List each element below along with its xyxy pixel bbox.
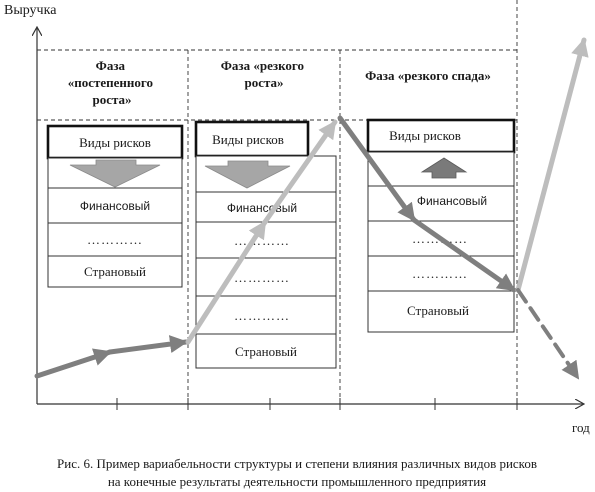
risk-types-header xyxy=(194,120,310,158)
risk-row-dots-label: ………… xyxy=(412,266,468,281)
risk-row-country xyxy=(47,255,183,288)
phase-2-risk-table: Виды рисков Финансовый ………… ………… ………… Ст… xyxy=(194,120,337,369)
risk-row-country-label: Страновый xyxy=(407,303,469,318)
risk-row-country xyxy=(195,333,337,369)
phase-3-risk-table: Виды рисков Финансовый ………… ………… Странов… xyxy=(366,118,516,333)
risk-row-dots-label: ………… xyxy=(234,308,290,323)
risk-types-header xyxy=(366,118,516,154)
revenue-trend xyxy=(34,37,589,380)
trend-segment-3 xyxy=(185,219,268,345)
risk-row-country-label: Страновый xyxy=(84,264,146,279)
up-arrow-icon xyxy=(420,157,468,179)
phase-titles: Фаза «постепенного роста» Фаза «резкого … xyxy=(68,58,491,107)
risk-row-country xyxy=(367,290,515,333)
trend-segment-1 xyxy=(34,348,113,379)
risk-row-dots xyxy=(195,295,337,335)
phase-3-title: Фаза «резкого спада» xyxy=(365,68,491,83)
risk-row-dots xyxy=(47,222,183,257)
trend-segment-5 xyxy=(337,115,417,223)
risk-row-dots-label: ………… xyxy=(87,232,143,247)
down-arrow-icon xyxy=(204,160,291,189)
caption-line-1: Рис. 6. Пример вариабельности структуры … xyxy=(57,456,537,471)
figure-caption: Рис. 6. Пример вариабельности структуры … xyxy=(57,456,537,489)
axes: Выручка год xyxy=(4,3,590,435)
caption-line-2: на конечные результаты деятельности пром… xyxy=(108,474,486,489)
risk-row-dots-label: ………… xyxy=(234,270,290,285)
risk-types-header xyxy=(46,124,184,160)
risk-types-header-label: Виды рисков xyxy=(389,128,461,143)
x-axis-label: год xyxy=(572,420,590,435)
risk-row-financial-label: Финансовый xyxy=(417,194,487,208)
trend-growth-after xyxy=(515,37,589,293)
trend-decline-after xyxy=(516,288,580,380)
y-axis-label: Выручка xyxy=(4,3,57,18)
risk-row-country-label: Страновый xyxy=(235,344,297,359)
down-arrow-icon xyxy=(69,159,161,188)
trend-segment-2 xyxy=(107,335,189,355)
trend-segment-4 xyxy=(262,119,338,225)
risk-row-dots-label: ………… xyxy=(234,233,290,248)
phase-2-title: Фаза «резкого роста» xyxy=(221,58,308,90)
trend-segment-6 xyxy=(411,217,517,293)
risk-types-header-label: Виды рисков xyxy=(212,132,284,147)
risk-types-header-label: Виды рисков xyxy=(79,135,151,150)
phase-1-risk-table: Виды рисков Финансовый ………… Страновый xyxy=(46,124,184,288)
risk-row-financial-label: Финансовый xyxy=(80,199,150,213)
phase-1-title: Фаза «постепенного роста» xyxy=(68,58,157,107)
risk-row-financial-label: Финансовый xyxy=(227,201,297,215)
